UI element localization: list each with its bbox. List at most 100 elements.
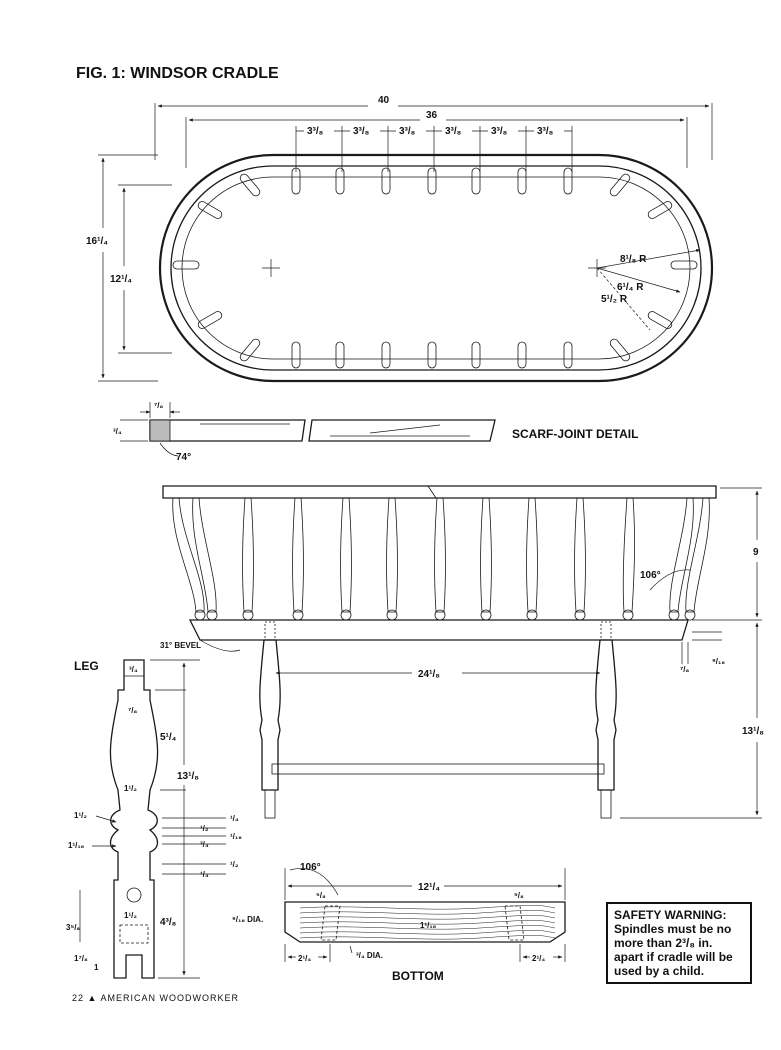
spindle-hole [609,338,631,362]
side-spindle [669,497,694,613]
side-spindle [172,497,205,613]
leg-upper-length-label: 5¹/₄ [160,732,177,743]
spindle-hole [381,341,391,369]
side-spindle [622,497,635,613]
bottom-edge-right-label: 2¹/₄ [532,954,545,963]
bevel-label: 31° BEVEL [160,641,201,650]
overhang-label: ⁷/₈ [680,665,690,674]
side-spindle [434,497,446,613]
side-spindle [480,497,492,613]
spindle-hole [335,341,345,369]
warning-heading: SAFETY WARNING: [614,908,727,922]
side-spindle [685,497,710,613]
publication-name: AMERICAN WOODWORKER [100,993,239,1003]
side-spindle [386,497,398,613]
side-legs [259,621,617,819]
side-spindle [526,497,538,613]
bottom-thickness-label: ⁹/₁₆ [712,657,725,666]
side-spindle [192,497,217,613]
side-view: 9 13¹/₈ 106° 31° BEVEL 24¹/₈ ⁷/₈ ⁹/₁₆ [160,485,764,819]
leg-lower-length-label: 4³/₈ [160,917,177,928]
inner-length-label: 36 [426,110,438,121]
scarf-thickness-label: ³/₄ [113,427,122,436]
side-height-label: 9 [753,547,759,558]
top-spindle-holes [172,167,698,369]
warning-body: Spindles must be no more than 2³/₈ in. a… [614,922,733,978]
spindle-hole [517,341,527,369]
leg-spacing-label: 24¹/₈ [418,669,440,680]
leg-ring-label: ¹/₂ [230,860,239,869]
overall-width-label: 16¹/₄ [86,236,108,247]
leg-ring-label: ¹/₁₆ [230,832,242,841]
bottom-detail: 12¹/₄ 106° ⁵/₈ ⁵/₈ ⁹/₁₆ DIA. 1¹/₁₆ ³/₄ D… [232,862,566,983]
radius-inner-label: 5¹/₂ R [601,294,628,305]
spindle-hole [197,311,223,329]
spindle-spacing-label: 3³/₈ [307,126,324,137]
spindle-spacing-label: 3³/₈ [491,126,508,137]
spindle-hole [172,260,200,270]
side-spindle [574,497,586,613]
bottom-title: BOTTOM [392,969,444,983]
spindle-hole [647,311,673,329]
spindle-spacing-label: 3³/₈ [399,126,416,137]
spindle-hole [291,341,301,369]
scarf-width-label: ⁷/₈ [154,401,164,410]
footer-triangle-icon: ▲ [87,993,98,1003]
spindle-hole [563,167,573,195]
radius-outer-label: 8¹/₈ R [620,254,647,265]
side-leg [259,639,281,791]
leg-ring-label: ³/₄ [200,840,209,849]
bottom-angle-label: 106° [300,862,321,873]
bottom-edge-left-label: 2¹/₄ [298,954,311,963]
spindle-hole [471,167,481,195]
radius-mid-label: 6¹/₄ R [617,282,644,293]
leg-ring-dims: ¹/₄¹/₂¹/₁₆³/₄¹/₂¹/₄ [162,814,242,879]
rim-outer [158,153,714,383]
leg-foot-height-label: 1⁷/₈ [74,954,88,963]
leg-ring-label: ¹/₄ [230,814,239,823]
bottom-grain [299,905,556,940]
leg-stretcher-height-label: 3⁵/₈ [66,923,80,932]
spindle-hole [427,167,437,195]
scarf-joint-title: SCARF-JOINT DETAIL [512,427,638,441]
inner-width-label: 12¹/₄ [110,274,132,285]
leg-foot-small-label: 1 [94,963,99,972]
leg-neck-label: ⁷/₈ [128,706,138,715]
spindle-hole [239,338,261,362]
spindle-spacing-dims: 3³/₈ 3³/₈ 3³/₈ 3³/₈ 3³/₈ 3³/₈ [295,124,573,172]
spindle-hole [239,173,261,197]
spindle-hole [335,167,345,195]
spindle-spacing-label: 3³/₈ [353,126,370,137]
leg-bottom-dia-label: 1¹/₂ [124,911,137,920]
leg-ring-dia-a-label: 1¹/₂ [74,811,87,820]
figure-title: FIG. 1: WINDSOR CRADLE [76,65,279,82]
side-spindle [292,497,304,613]
scarf-angle-label: 74° [176,452,191,463]
side-spindle [340,497,352,613]
bottom-thickness-label2: 1¹/₁₆ [420,921,437,930]
spindle-hole [427,341,437,369]
leg-total-length-label: 13¹/₈ [177,771,199,782]
bottom-hole-inset-left-label: ⁵/₈ [316,891,326,900]
spindle-hole [609,173,631,197]
spindle-hole [517,167,527,195]
spindle-hole [563,341,573,369]
overall-length-label: 40 [378,95,390,106]
scarf-joint-detail: ⁷/₈ ³/₄ 74° SCARF-JOINT DETAIL [113,401,638,463]
leg-top-tenon-label: ³/₄ [129,665,138,674]
total-height-label: 13¹/₈ [742,726,764,737]
bottom-tenon-dia-label: ³/₄ DIA. [356,951,383,960]
side-spindle [242,497,254,613]
leg-ring-label: ¹/₄ [200,870,209,879]
bottom-hole-dia-label: ⁹/₁₆ DIA. [232,915,263,924]
rim-inner [170,165,702,371]
spindle-spacing-label: 3³/₈ [537,126,554,137]
spindle-angle-label: 106° [640,570,661,581]
leg-mid-dia-label: 1¹/₂ [124,784,137,793]
leg-ring-dia-b-label: 1¹/₁₆ [68,841,85,850]
leg-title: LEG [74,659,99,673]
spindle-spacing-label: 3³/₈ [445,126,462,137]
spindle-hole [197,201,223,219]
